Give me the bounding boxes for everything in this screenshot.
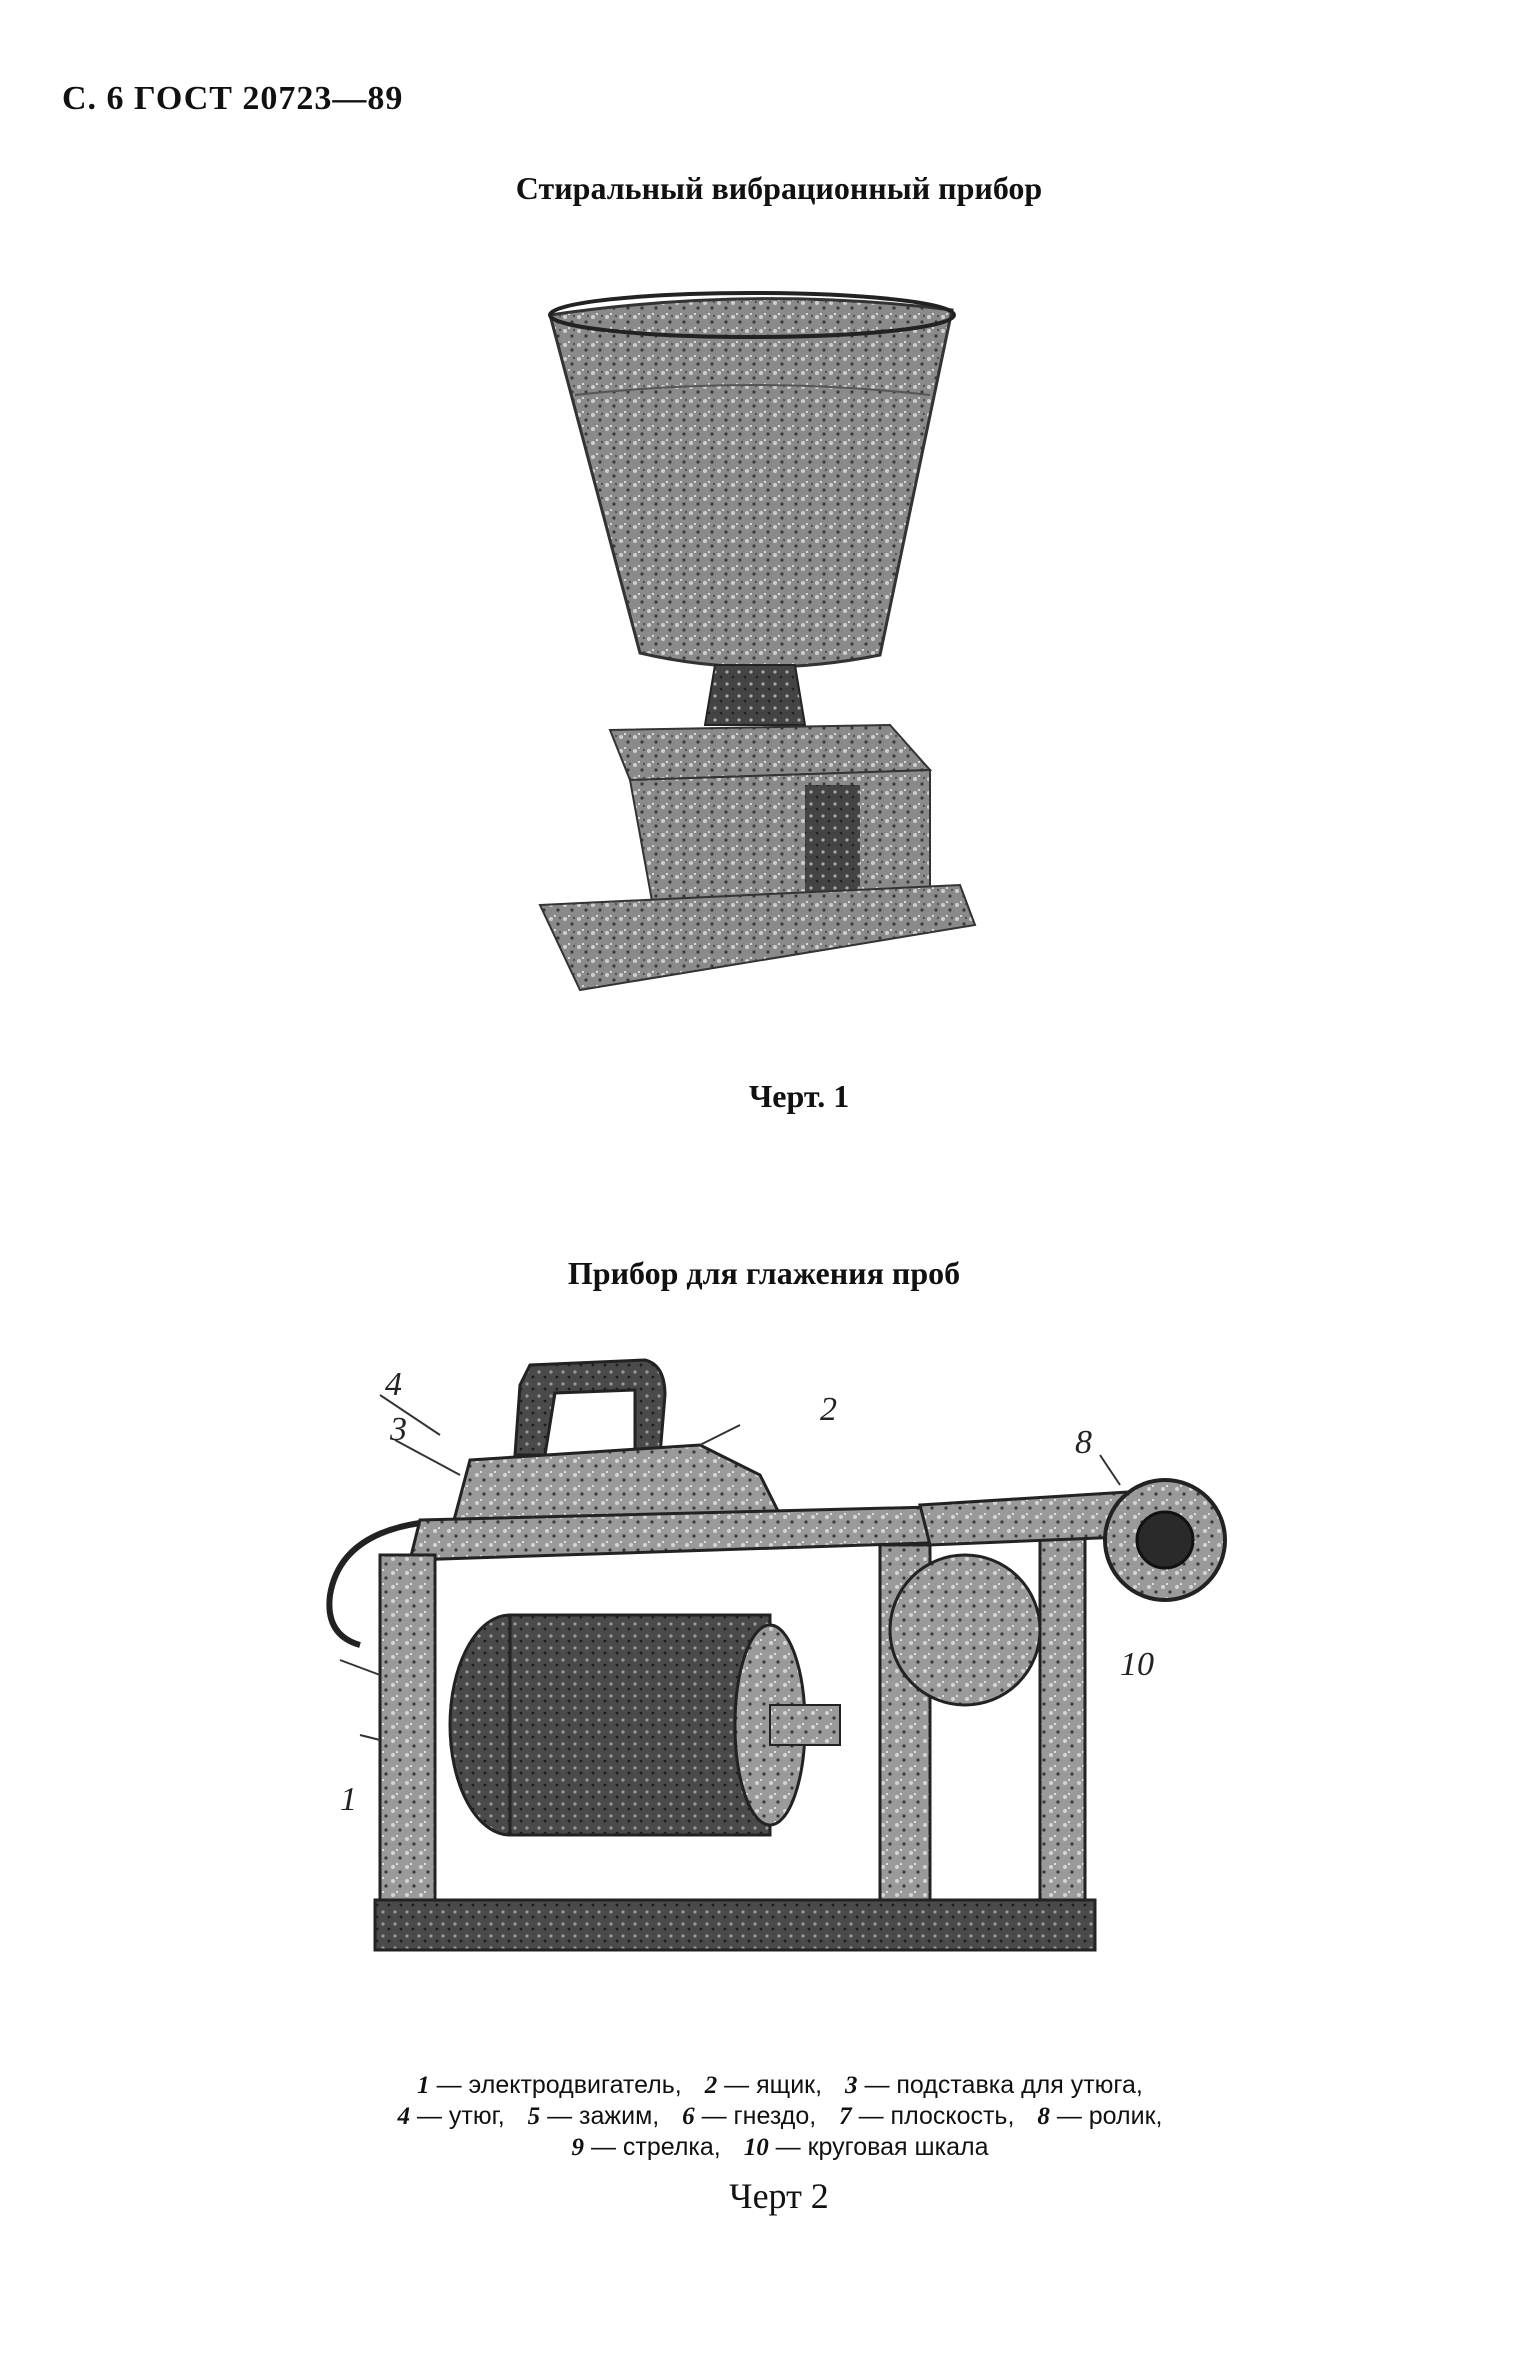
- callout-3: 3: [389, 1411, 407, 1448]
- legend-row: 1 — электродвигатель, 2 — ящик, 3 — подс…: [300, 2070, 1260, 2101]
- legend-item: 4 — утюг,: [397, 2102, 505, 2130]
- legend-item: 8 — ролик,: [1037, 2102, 1163, 2130]
- figure-1-caption: Черт. 1: [748, 1078, 850, 1114]
- legend-item: 7 — плоскость,: [839, 2102, 1015, 2130]
- legend-item: 5 — зажим,: [527, 2102, 660, 2130]
- callout-4: 4: [385, 1366, 402, 1403]
- callout-1: 1: [340, 1781, 357, 1818]
- legend-item: 3 — подставка для утюга,: [845, 2071, 1143, 2099]
- callout-8: 8: [1075, 1424, 1092, 1461]
- legend-item: 1 — электродвигатель,: [417, 2071, 682, 2099]
- callout-10: 10: [1120, 1646, 1154, 1683]
- figure-2-title: Прибор для глажения проб: [567, 1255, 961, 1291]
- figure-1-title: Стиральный вибрационный прибор: [515, 170, 1043, 206]
- legend-item: 10 — круговая шкала: [743, 2133, 989, 2161]
- legend-item: 6 — гнездо,: [682, 2102, 817, 2130]
- figure-2-caption: Черт 2: [729, 2176, 829, 2216]
- legend-row: 9 — стрелка, 10 — круговая шкала: [300, 2132, 1260, 2163]
- callout-2: 2: [820, 1391, 837, 1428]
- legend-item: 2 — ящик,: [704, 2071, 823, 2099]
- figure-2-legend: 1 — электродвигатель, 2 — ящик, 3 — подс…: [300, 2070, 1260, 2163]
- figure-2-photo: 4 3 2 8 10 1: [320, 1345, 1240, 1985]
- legend-item: 9 — стрелка,: [571, 2133, 721, 2161]
- legend-row: 4 — утюг, 5 — зажим, 6 — гнездо, 7 — пло…: [300, 2101, 1260, 2132]
- page-header: С. 6 ГОСТ 20723—89: [62, 80, 404, 117]
- figure-1-photo: [520, 285, 980, 1025]
